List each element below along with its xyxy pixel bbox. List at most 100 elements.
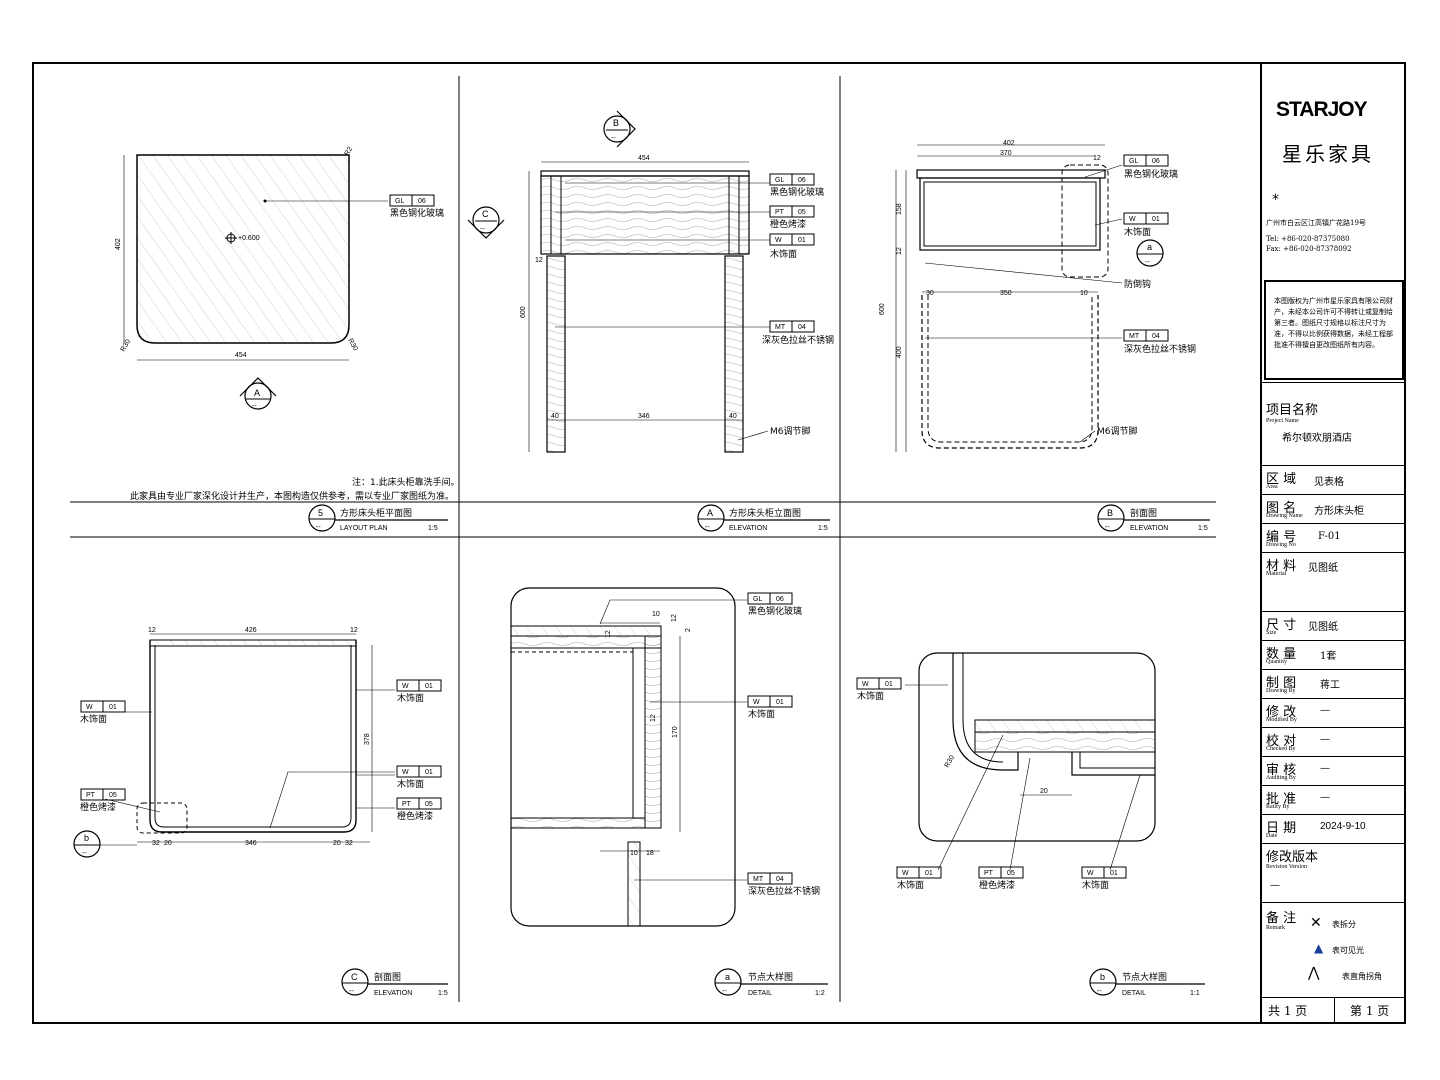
secB-dim-h: 600: [879, 303, 886, 315]
secC-dim-b-l: 20: [164, 840, 172, 847]
secC-dim-a-r: 32: [345, 840, 353, 847]
svg-text:LAYOUT PLAN: LAYOUT PLAN: [340, 525, 388, 532]
section-marker-c: C --: [467, 206, 505, 239]
svg-text:木饰面: 木饰面: [1082, 879, 1109, 891]
svg-text:1:5: 1:5: [818, 525, 828, 532]
plan-dim-d: 402: [115, 238, 122, 250]
svg-text:GL: GL: [1129, 158, 1138, 165]
svg-text:木饰面: 木饰面: [1124, 226, 1151, 238]
company-tel: Tel: +86-020-87375080: [1266, 235, 1350, 243]
brand-name: 星乐家具: [1282, 142, 1374, 166]
secC-dim-w: 426: [245, 627, 257, 634]
svg-text:01: 01: [776, 699, 784, 706]
svg-text:木饰面: 木饰面: [80, 713, 107, 725]
section-marker-a: A --: [239, 377, 277, 410]
svg-text:1:5: 1:5: [1198, 525, 1208, 532]
svg-text:橙色烤漆: 橙色烤漆: [979, 879, 1015, 891]
svg-text:橙色烤漆: 橙色烤漆: [397, 810, 433, 822]
elevA-dim-leg-l: 40: [551, 413, 559, 420]
svg-text:a: a: [725, 972, 730, 982]
corner-symbol-icon: ⋀: [1308, 965, 1320, 981]
svg-text:04: 04: [776, 876, 784, 883]
svg-text:PT: PT: [402, 801, 412, 808]
svg-text:--: --: [1105, 524, 1110, 531]
company-fax: Fax: +86-020-87378092: [1266, 245, 1352, 253]
svg-text:GL: GL: [395, 198, 404, 205]
detA-dim-e: 18: [646, 850, 654, 857]
secC-dim-h: 378: [364, 733, 371, 745]
svg-text:01: 01: [1152, 216, 1160, 223]
svg-text:01: 01: [885, 681, 893, 688]
detA-dim-b-side: 12: [650, 714, 657, 722]
brand-logo: STARJOY: [1276, 98, 1368, 121]
svg-text:W: W: [86, 704, 93, 711]
svg-text:01: 01: [925, 870, 933, 877]
svg-text:黑色钢化玻璃: 黑色钢化玻璃: [748, 605, 802, 617]
svg-text:01: 01: [109, 704, 117, 711]
svg-text:1:1: 1:1: [1190, 990, 1200, 997]
svg-text:剖面图: 剖面图: [374, 971, 401, 983]
svg-text:ELEVATION: ELEVATION: [374, 990, 412, 997]
svg-text:A: A: [707, 508, 713, 518]
svg-text:深灰色拉丝不锈钢: 深灰色拉丝不锈钢: [1124, 343, 1196, 355]
svg-text:MT: MT: [1129, 333, 1140, 340]
detail-marker-a: a --: [1136, 239, 1164, 267]
secB-dim-h2: 400: [896, 346, 903, 358]
svg-text:DETAIL: DETAIL: [1122, 990, 1146, 997]
row-project: 项目名称 Project Name 希尔顿欢朋酒店: [1262, 382, 1406, 466]
svg-text:W: W: [753, 699, 760, 706]
plan-dim-r-left: R30: [120, 338, 133, 353]
svg-text:--: --: [722, 988, 727, 995]
detA-dim-b-r: 12: [671, 614, 678, 622]
svg-text:W: W: [775, 237, 782, 244]
svg-text:W: W: [1129, 216, 1136, 223]
svg-text:W: W: [402, 769, 409, 776]
svg-text:--: --: [349, 988, 354, 995]
secB-dim-w2: 370: [1000, 150, 1012, 157]
detB-dim-a: 20: [1040, 788, 1048, 795]
svg-text:深灰色拉丝不锈钢: 深灰色拉丝不锈钢: [748, 885, 820, 897]
svg-text:--: --: [316, 524, 321, 531]
x-symbol-icon: ✕: [1310, 915, 1322, 931]
svg-text:ELEVATION: ELEVATION: [729, 525, 767, 532]
svg-text:W: W: [1087, 870, 1094, 877]
svg-text:PT: PT: [775, 209, 785, 216]
secB-dim-b: 350: [1000, 290, 1012, 297]
svg-text:PT: PT: [86, 792, 96, 799]
svg-text:MT: MT: [775, 324, 786, 331]
svg-text:B: B: [1107, 508, 1113, 518]
section-marker-b: B --: [603, 110, 636, 148]
svg-text:橙色烤漆: 橙色烤漆: [770, 218, 806, 230]
secB-anti-callout: 防倒钩: [1124, 278, 1151, 290]
svg-text:06: 06: [418, 198, 426, 205]
brand-mark: *: [1272, 192, 1279, 208]
svg-text:06: 06: [798, 177, 806, 184]
svg-text:GL: GL: [753, 596, 762, 603]
svg-text:1:5: 1:5: [428, 525, 438, 532]
svg-text:A: A: [254, 388, 260, 398]
svg-text:--: --: [1145, 259, 1150, 266]
svg-text:剖面图: 剖面图: [1130, 507, 1157, 519]
svg-text:木饰面: 木饰面: [748, 708, 775, 720]
row-pages: 共 1 页 第 1 页: [1262, 998, 1406, 1022]
detail-marker-b: b --: [73, 830, 137, 858]
